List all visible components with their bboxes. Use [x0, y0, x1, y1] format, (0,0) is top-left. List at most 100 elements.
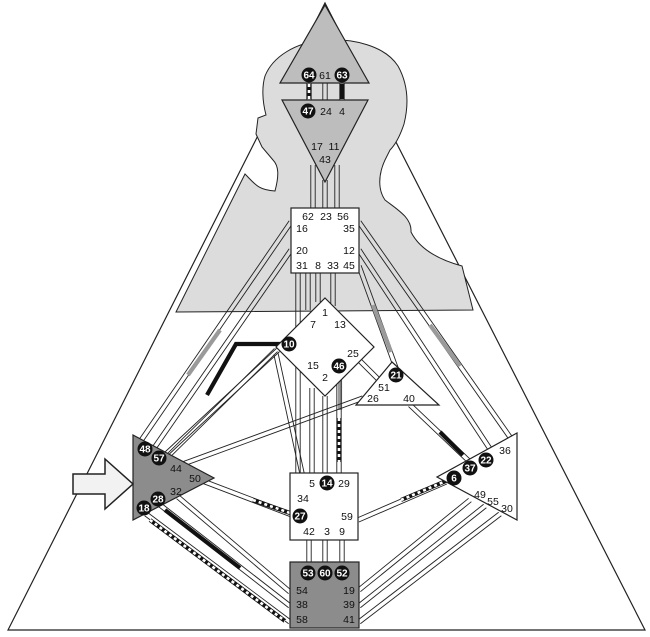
channel-49-19-edge-a: [357, 497, 469, 589]
gate-60-marker: [317, 565, 333, 581]
gate-57-marker: [151, 450, 167, 466]
gate-22: 22: [480, 456, 492, 467]
gate-27: 27: [294, 512, 306, 523]
gate-19: 19: [343, 585, 355, 597]
channel-45-21-edge-a: [356, 266, 395, 369]
gate-43: 43: [319, 154, 331, 166]
gate-53: 53: [302, 569, 314, 580]
channel-16-48-fill: [186, 328, 222, 377]
gate-8: 8: [315, 260, 321, 272]
channel-10-34-edge-b: [277, 353, 306, 478]
channel-6-59-edge-b: [358, 483, 448, 523]
gate-38: 38: [296, 599, 308, 611]
gate-58: 58: [296, 614, 308, 626]
gate-34: 34: [297, 493, 309, 505]
channel-55-39-edge-b: [360, 507, 487, 609]
gate-10: 10: [283, 340, 295, 351]
channel-10-57-edge-b: [163, 351, 278, 464]
gate-5: 5: [309, 478, 315, 490]
gate-57: 57: [153, 454, 165, 465]
gate-27-marker: [292, 508, 308, 524]
channel-49-19-edge-b: [360, 501, 472, 593]
channel-12-22-edge-a: [356, 250, 491, 454]
channel-26-44-edge-a: [171, 395, 363, 467]
channel-57-20-edge-b: [163, 348, 277, 454]
channel-18-58-fill: [149, 518, 286, 623]
gate-55: 55: [487, 496, 499, 508]
gate-37-marker: [462, 460, 478, 476]
channel-57-20-edge-a: [166, 351, 280, 457]
gate-47: 47: [302, 107, 314, 118]
gate-29: 29: [338, 478, 350, 490]
gate-30: 30: [501, 503, 513, 515]
gate-46-marker: [331, 358, 347, 374]
gate-49: 49: [474, 489, 486, 501]
channel-50-27-edge-a: [199, 481, 292, 518]
gate-48: 48: [139, 445, 151, 456]
channel-50-27-fill: [252, 498, 291, 515]
gate-52: 52: [336, 569, 348, 580]
gate-17: 17: [311, 141, 323, 153]
gate-20: 20: [296, 245, 308, 257]
gate-11: 11: [329, 141, 340, 153]
channel-45-21-fill: [371, 304, 393, 353]
gate-6-marker: [446, 470, 462, 486]
gate-2: 2: [322, 372, 328, 384]
gate-7: 7: [310, 319, 316, 331]
channel-40-37-fill: [438, 430, 465, 457]
channel-30-41-edge-b: [360, 515, 502, 625]
gate-51: 51: [378, 382, 390, 394]
gate-14: 14: [321, 479, 333, 490]
gate-39: 39: [343, 599, 355, 611]
gate-60: 60: [319, 569, 331, 580]
channel-26-44-edge-b: [172, 399, 364, 471]
channel-16-48-edge-a: [137, 220, 290, 442]
gate-42: 42: [303, 526, 315, 538]
gate-26: 26: [367, 393, 379, 405]
ajna-center: [281, 99, 369, 184]
gate-21-marker: [388, 367, 404, 383]
gate-9: 9: [339, 526, 345, 538]
gate-24: 24: [320, 106, 332, 118]
ego-center: [354, 361, 441, 406]
gate-52-marker: [334, 565, 350, 581]
channel-20-57-edge-b: [151, 250, 294, 456]
gate-32: 32: [170, 486, 182, 498]
gate-44: 44: [170, 463, 182, 475]
gate-23: 23: [320, 211, 332, 223]
outer-body-triangle: [7, 1, 646, 631]
gate-6: 6: [451, 474, 457, 485]
gate-3: 3: [324, 526, 330, 538]
gate-41: 41: [343, 614, 355, 626]
gate-1: 1: [322, 307, 328, 319]
gate-10-marker: [281, 336, 297, 352]
channel-35-36-edge-b: [360, 220, 515, 439]
channel-32-54-edge-b: [179, 494, 292, 591]
channel-12-22-edge-b: [360, 248, 495, 452]
gate-35: 35: [343, 223, 355, 235]
channel-40-37-edge-a: [408, 406, 469, 464]
gate-63: 63: [336, 71, 348, 82]
channel-35-36-fill: [428, 323, 462, 368]
channel-28-38-edge-b: [161, 502, 292, 605]
gate-36: 36: [499, 445, 511, 457]
gate-62: 62: [302, 211, 314, 223]
gate-18: 18: [138, 504, 150, 515]
channel-6-59-fill: [400, 479, 447, 502]
channel-30-41-edge-a: [357, 511, 499, 621]
gate-33: 33: [327, 260, 339, 272]
channels-layer: [137, 83, 515, 625]
channel-55-39-edge-a: [357, 503, 484, 605]
gate-labels: 64 61 63 47 24 4 17 11 43 62 23 56 16 35…: [136, 67, 513, 626]
head-center: [278, 3, 371, 84]
solar-plexus-center: [435, 431, 518, 522]
gate-48-marker: [137, 441, 153, 457]
gate-53-marker: [300, 565, 316, 581]
channel-32-54-edge-a: [176, 498, 289, 595]
gate-47-marker: [300, 103, 316, 119]
gate-31: 31: [296, 260, 308, 272]
gate-64: 64: [303, 71, 315, 82]
gate-18-marker: [136, 500, 152, 516]
gate-64-marker: [301, 67, 317, 83]
